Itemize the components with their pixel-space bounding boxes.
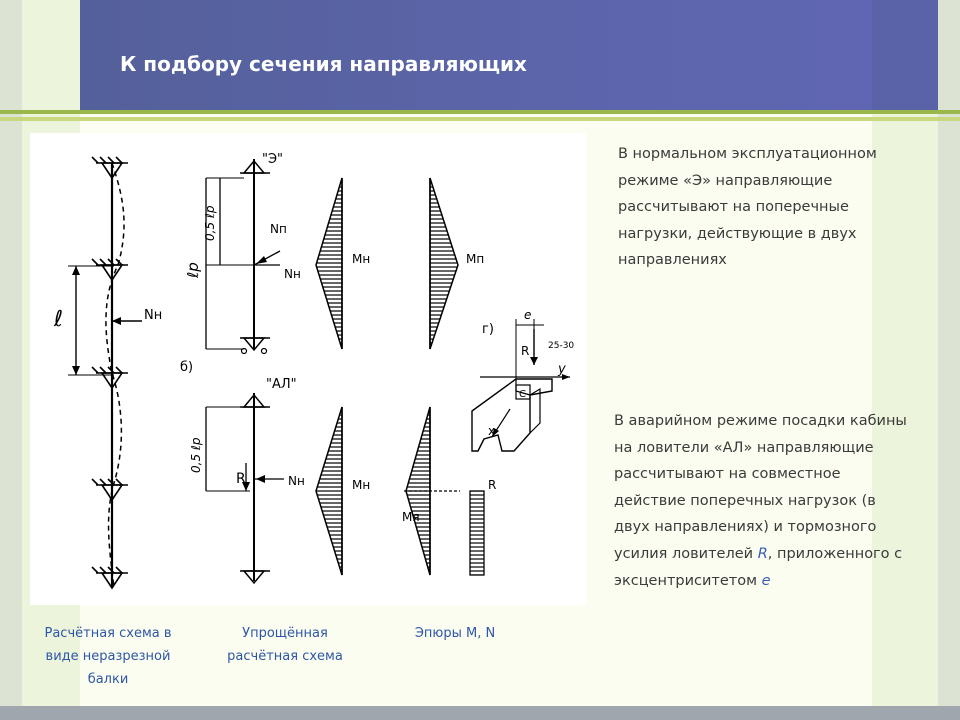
force-nn-label-e: Nн (284, 267, 301, 281)
r-label-n: R (488, 478, 496, 492)
mr-label: Mя (402, 510, 420, 524)
force-nn-label-al: Nн (288, 474, 305, 488)
eccentricity-symbol: e (761, 572, 771, 589)
r-label-al: R (236, 471, 246, 487)
moment-mn-al (315, 406, 343, 576)
support-2 (91, 258, 128, 282)
c-label: C (519, 389, 526, 400)
caption-continuous-beam: Расчётная схема в виде неразрезной балки (44, 626, 172, 687)
label-g: г) (482, 322, 494, 337)
mp-label-e: Mп (466, 252, 484, 266)
right-margin-band (938, 0, 960, 720)
guide-rail-diagram: ℓ Nн "Э" ℓр 0,5 ℓр Nп Nн б) "АЛ" (53, 152, 574, 590)
half-lp-label: 0,5 ℓр (203, 205, 217, 241)
half-lp-label-al: 0,5 ℓр (189, 437, 203, 473)
moment-mp-e (429, 177, 459, 350)
left-margin-band (0, 0, 22, 720)
r-label-detail: R (521, 344, 529, 358)
mode-al-label: "АЛ" (266, 377, 297, 392)
mn-label-e: Mн (352, 252, 370, 266)
moment-mn-e (315, 177, 343, 350)
y-axis-label: y (557, 362, 566, 377)
header-bar-right (872, 0, 938, 110)
caption-simplified-scheme: Упрощённая расчётная схема (227, 626, 343, 664)
force-r-symbol: R (757, 545, 768, 562)
normal-mode-text: В нормальном эксплуатационном режиме «Э»… (618, 146, 877, 269)
header-rule-light (0, 117, 960, 121)
header-rule (0, 110, 960, 114)
moment-diagrams: Mн Mп Mн Mя R (315, 177, 496, 576)
detail-g: г) e R 25-30 y C x (471, 308, 574, 452)
footer-bar (0, 706, 960, 720)
simplified-scheme: "Э" ℓр 0,5 ℓр Nп Nн б) "АЛ" 0,5 ℓр R (180, 152, 305, 585)
lp-label: ℓр (184, 262, 202, 279)
emergency-mode-middle: , приложенного с эксцентриситетом (614, 545, 903, 589)
mode-e-label: "Э" (262, 152, 283, 167)
mn-label-al: Mн (352, 478, 370, 492)
label-b: б) (180, 360, 193, 375)
emergency-mode-main: В аварийном режиме посадки кабины на лов… (614, 413, 907, 562)
force-nn-label: Nн (144, 308, 162, 323)
support-1 (91, 156, 128, 180)
slide-title: К подбору сечения направляющих (120, 52, 527, 76)
diagram-figure: ℓ Nн "Э" ℓр 0,5 ℓр Nп Nн б) "АЛ" (30, 133, 586, 605)
support-5 (91, 566, 128, 590)
x-axis-label: x (488, 424, 495, 438)
continuous-beam-scheme: ℓ Nн (53, 156, 162, 590)
header-bar (80, 0, 872, 110)
support-4 (91, 478, 128, 502)
caption-diagrams: Эпюры M, N (414, 626, 496, 641)
force-np-label: Nп (270, 222, 287, 236)
emergency-mode-text: В аварийном режиме посадки кабины на лов… (614, 408, 914, 594)
gap-label: 25-30 (548, 341, 574, 351)
support-3 (91, 366, 128, 390)
normal-force-diagram (469, 490, 485, 576)
right-inner-band (872, 110, 938, 720)
span-label: ℓ (53, 307, 63, 332)
e-label: e (524, 308, 531, 322)
